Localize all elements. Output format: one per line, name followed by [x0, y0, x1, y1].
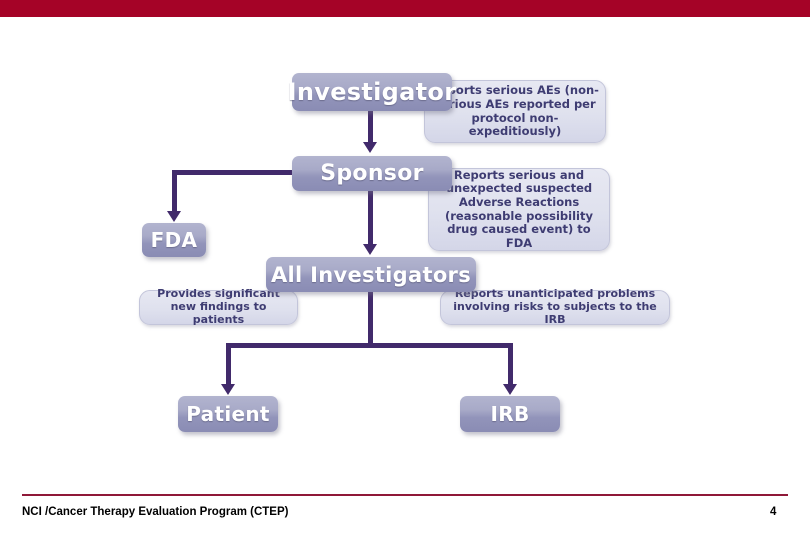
- connector-sponsor-to-all-investigators: [368, 190, 373, 245]
- node-investigator[interactable]: Investigator: [288, 73, 456, 111]
- connector-investigator-to-sponsor: [368, 110, 373, 143]
- connector-all-investigators-spine: [368, 290, 373, 346]
- connector-to-irb-vertical: [508, 343, 513, 385]
- connector-split-horizontal: [226, 343, 513, 348]
- node-investigator-label: Investigator: [287, 78, 457, 106]
- connector-to-patient-vertical: [226, 343, 231, 385]
- footer-divider: [22, 494, 788, 496]
- arrowhead-to-patient: [221, 384, 235, 395]
- connector-sponsor-to-fda-horizontal: [172, 170, 294, 175]
- callout-irb-note-text: Reports unanticipated problems involving…: [453, 287, 657, 326]
- node-patient[interactable]: Patient: [178, 396, 278, 432]
- node-sponsor[interactable]: Sponsor: [292, 156, 452, 191]
- node-all-investigators-label: All Investigators: [270, 262, 472, 287]
- node-sponsor-label: Sponsor: [320, 161, 424, 186]
- node-all-investigators[interactable]: All Investigators: [266, 257, 476, 292]
- callout-patient-note: Provides significant new findings to pat…: [139, 287, 298, 326]
- arrowhead-to-irb: [503, 384, 517, 395]
- arrowhead-sponsor-to-fda: [167, 211, 181, 222]
- callout-patient-note-text: Provides significant new findings to pat…: [157, 287, 280, 326]
- callout-sponsor-note: Reports serious and unexpected suspected…: [428, 168, 610, 251]
- footer-organization: NCI /Cancer Therapy Evaluation Program (…: [22, 506, 289, 518]
- callout-irb-note: Reports unanticipated problems involving…: [440, 287, 670, 326]
- node-irb[interactable]: IRB: [460, 396, 560, 432]
- top-banner: [0, 0, 810, 17]
- callout-investigator-note-text: Reports serious AEs (non-serious AEs rep…: [431, 83, 599, 139]
- node-fda[interactable]: FDA: [142, 223, 206, 257]
- footer-page-number: 4: [770, 506, 777, 518]
- arrowhead-investigator-to-sponsor: [363, 142, 377, 153]
- arrowhead-sponsor-to-all-investigators: [363, 244, 377, 255]
- callout-investigator-note: Reports serious AEs (non-serious AEs rep…: [424, 80, 606, 143]
- node-patient-label: Patient: [186, 402, 270, 426]
- callout-sponsor-note-text: Reports serious and unexpected suspected…: [445, 167, 593, 250]
- connector-sponsor-to-fda-vertical: [172, 170, 177, 212]
- node-irb-label: IRB: [490, 402, 530, 426]
- node-fda-label: FDA: [150, 228, 198, 252]
